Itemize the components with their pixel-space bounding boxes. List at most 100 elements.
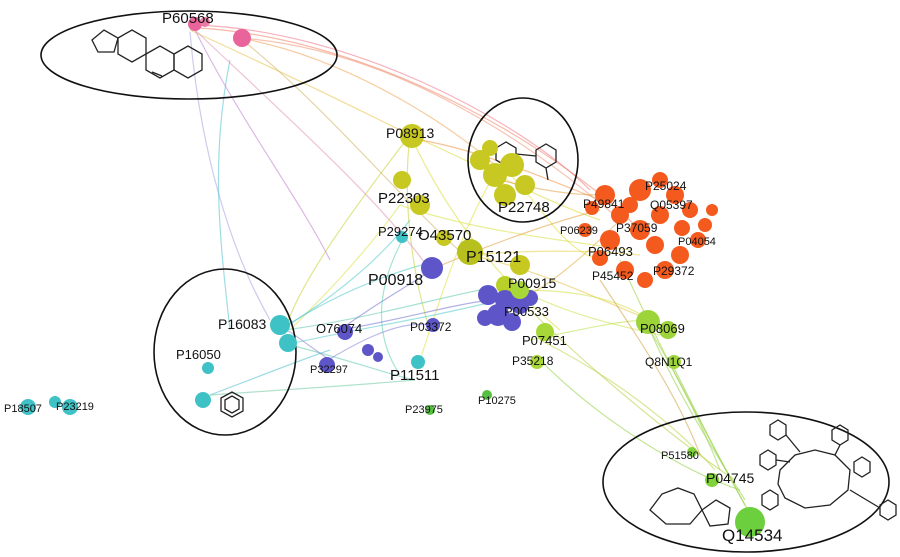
edge (429, 209, 601, 271)
node-P03372[interactable] (426, 318, 440, 332)
node[interactable] (706, 204, 718, 216)
label-O76074: O76074 (316, 321, 362, 336)
node[interactable] (393, 171, 411, 189)
label-P00918: P00918 (368, 272, 423, 289)
node-P29372[interactable] (656, 261, 674, 279)
nodes (20, 17, 765, 537)
node-P08913[interactable] (400, 124, 424, 148)
label-P29372: P29372 (653, 264, 695, 278)
node[interactable] (592, 250, 608, 266)
edge (239, 37, 621, 221)
label-P00533: P00533 (504, 304, 549, 319)
node[interactable] (470, 150, 490, 170)
bicyclic-structure-icon (649, 487, 731, 527)
edge (419, 164, 501, 361)
edge (189, 31, 271, 321)
node[interactable] (622, 197, 638, 213)
edge (539, 339, 716, 471)
node-P11511[interactable] (411, 355, 425, 369)
label-Q14534: Q14534 (722, 526, 783, 545)
edge (284, 299, 501, 346)
node-P35218[interactable] (530, 355, 544, 369)
label-P22748: P22748 (498, 199, 550, 216)
node-P45452[interactable] (616, 261, 634, 279)
edge (319, 323, 431, 366)
node[interactable] (195, 392, 211, 408)
cluster-ellipse-macrocycle (602, 411, 890, 553)
node-P22748[interactable] (494, 184, 516, 206)
node[interactable] (49, 396, 61, 408)
node[interactable] (279, 334, 297, 352)
label-P32297: P32297 (310, 364, 348, 376)
node-P10275[interactable] (482, 390, 492, 400)
node-Q8N1Q1[interactable] (667, 355, 681, 369)
node[interactable] (373, 352, 383, 362)
edge (289, 204, 401, 331)
edge (619, 259, 746, 506)
node-P06493[interactable] (600, 230, 620, 250)
node-P04745[interactable] (705, 473, 719, 487)
benzene-structure-icon (220, 391, 244, 418)
node-P51580[interactable] (687, 447, 697, 457)
node[interactable] (478, 285, 498, 305)
edge (194, 29, 331, 261)
node-Q05397[interactable] (666, 186, 684, 204)
node[interactable] (233, 29, 251, 47)
label-P06493: P06493 (588, 244, 633, 259)
node[interactable] (477, 310, 493, 326)
node[interactable] (651, 206, 669, 224)
node[interactable] (200, 17, 210, 27)
node-P07451[interactable] (536, 323, 554, 341)
node-P00918[interactable] (421, 257, 443, 279)
node[interactable] (362, 344, 374, 356)
node-P04054[interactable] (690, 232, 706, 248)
node-P22303[interactable] (410, 195, 430, 215)
node-Q14534[interactable] (735, 507, 765, 537)
node[interactable] (482, 140, 498, 156)
node-P32297[interactable] (319, 357, 335, 373)
node[interactable] (585, 201, 599, 215)
node-P60568[interactable] (188, 17, 202, 31)
steroid-structure-icon (91, 29, 203, 79)
node[interactable] (682, 202, 698, 218)
node[interactable] (500, 153, 524, 177)
node-O43570[interactable] (436, 230, 452, 246)
node[interactable] (637, 272, 653, 288)
node-P49841[interactable] (595, 185, 615, 205)
node-O76074[interactable] (337, 324, 353, 340)
node-P23975[interactable] (425, 405, 435, 415)
node[interactable] (503, 313, 521, 331)
label-P22303: P22303 (378, 190, 430, 207)
node[interactable] (674, 220, 690, 236)
edge (289, 344, 416, 381)
edge (339, 299, 491, 331)
node[interactable] (659, 321, 677, 339)
node[interactable] (646, 236, 664, 254)
node[interactable] (510, 255, 530, 275)
node-P00915[interactable] (511, 281, 529, 299)
node-P23219[interactable] (62, 399, 78, 415)
node-P08069[interactable] (636, 310, 660, 334)
node[interactable] (671, 246, 689, 264)
edge (217, 59, 231, 331)
label-P00915: P00915 (508, 275, 556, 291)
node-P15121[interactable] (457, 239, 483, 265)
edge (284, 289, 481, 331)
label-P04054: P04054 (678, 236, 716, 248)
node-P37059[interactable] (630, 220, 650, 240)
node[interactable] (496, 276, 514, 294)
node-P16083[interactable] (270, 315, 290, 335)
node[interactable] (515, 175, 535, 195)
node-P29274[interactable] (396, 231, 408, 243)
edge (380, 234, 406, 376)
node-P16050[interactable] (202, 362, 214, 374)
cluster-ellipse-steroid (40, 10, 338, 100)
node-P25024[interactable] (652, 172, 668, 188)
node[interactable] (629, 179, 651, 201)
node[interactable] (578, 223, 592, 237)
node[interactable] (698, 218, 712, 232)
node-P18507[interactable] (20, 399, 36, 415)
label-O43570: O43570 (418, 227, 471, 244)
edge (599, 279, 701, 456)
